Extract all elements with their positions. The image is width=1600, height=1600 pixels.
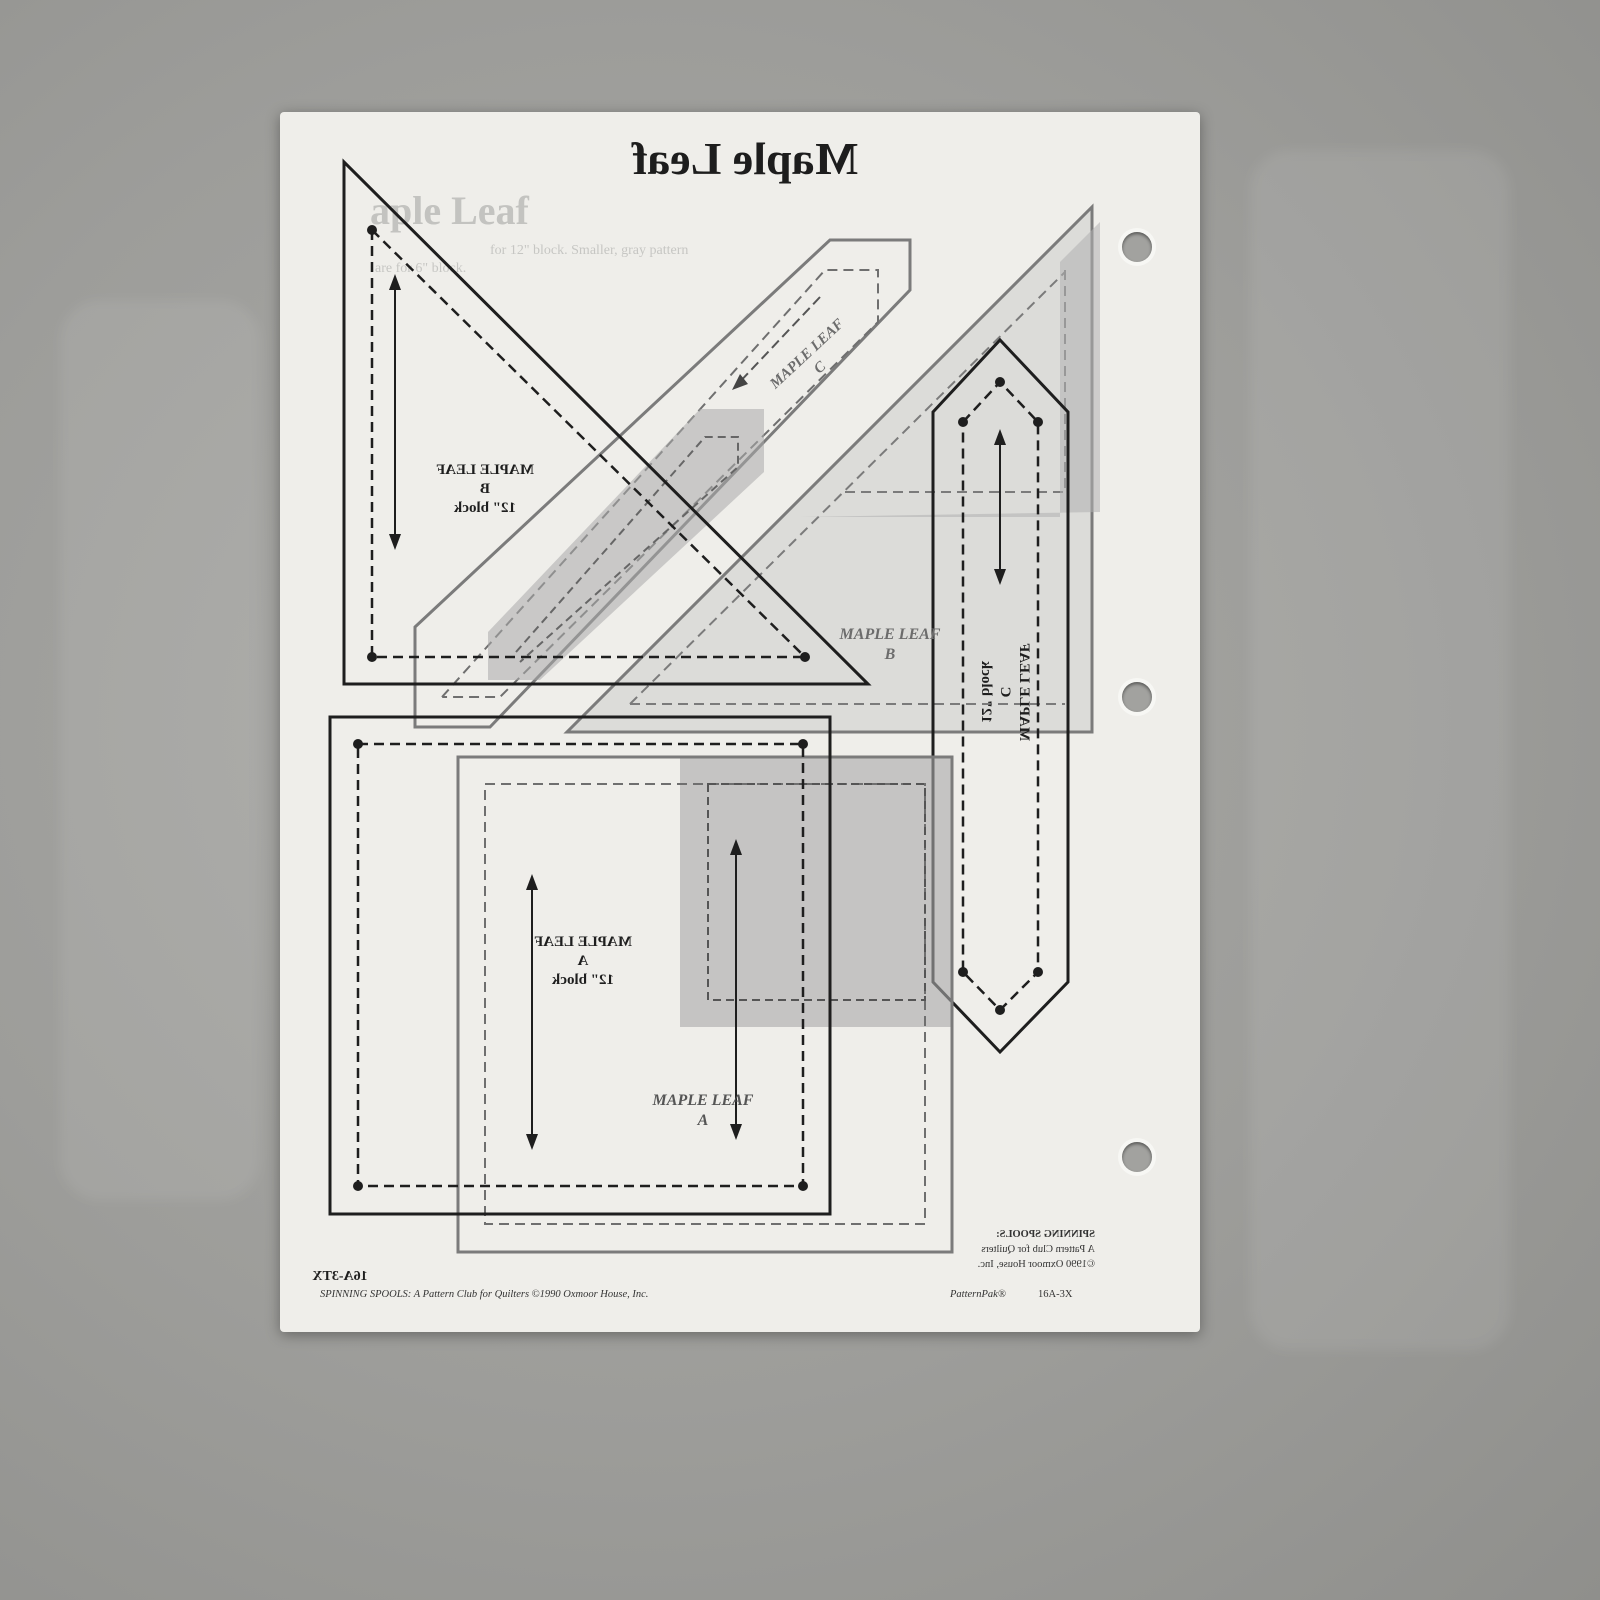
svg-text:MAPLE LEAF: MAPLE LEAF <box>1016 643 1032 741</box>
template-a-black <box>328 715 832 1216</box>
svg-text:A: A <box>697 1112 709 1129</box>
binder-hole <box>1122 232 1152 262</box>
svg-text:A: A <box>577 953 588 969</box>
label-c-black: MAPLE LEAF C 12" block <box>978 643 1032 741</box>
svg-text:©1990 Oxmoor House, Inc.: ©1990 Oxmoor House, Inc. <box>978 1259 1095 1270</box>
gray-intro-line-2: are for 6" block. <box>375 261 466 276</box>
footer-copyright: SPINNING SPOOLS: A Pattern Club for Quil… <box>320 1289 648 1300</box>
svg-text:12" block: 12" block <box>551 972 614 988</box>
binder-hole <box>1122 1142 1152 1172</box>
svg-text:MAPLE LEAF: MAPLE LEAF <box>766 316 847 393</box>
label-b-gray: MAPLE LEAF B <box>839 626 941 663</box>
label-c-gray: MAPLE LEAF C <box>766 316 847 393</box>
svg-text:MAPLE LEAF: MAPLE LEAF <box>839 626 941 643</box>
svg-text:MAPLE LEAF: MAPLE LEAF <box>436 462 534 478</box>
svg-text:MAPLE LEAF: MAPLE LEAF <box>534 934 632 950</box>
label-a-gray: MAPLE LEAF A <box>652 1092 754 1129</box>
template-b-black <box>342 158 872 686</box>
footer-mirrored-block: SPINNING SPOOLS: A Pattern Club for Quil… <box>978 1229 1095 1270</box>
footer-patternpak: PatternPak® <box>949 1289 1006 1300</box>
cloth-fold <box>1250 150 1510 1350</box>
gray-shade <box>800 222 1100 517</box>
svg-text:12" block: 12" block <box>453 500 516 516</box>
svg-text:B: B <box>884 646 896 663</box>
label-a-black: MAPLE LEAF A 12" block <box>534 934 632 988</box>
binder-hole <box>1122 682 1152 712</box>
template-a-gray <box>456 755 954 1254</box>
template-c-gray-strip <box>413 238 912 729</box>
svg-text:A Pattern Club for Quilters: A Pattern Club for Quilters <box>981 1244 1095 1255</box>
svg-text:16A-3TX: 16A-3TX <box>312 1269 367 1284</box>
cloth-fold <box>60 300 260 1200</box>
title-mirrored: Maple Leaf <box>631 133 858 184</box>
gray-intro-line-1: for 12" block. Smaller, gray pattern <box>490 243 688 258</box>
pattern-drawing: Maple Leaf aple Leaf for 12" block. Smal… <box>312 133 1100 1300</box>
title-gray: aple Leaf <box>370 188 530 233</box>
pattern-sheet: Maple Leaf aple Leaf for 12" block. Smal… <box>280 112 1200 1332</box>
label-b-black: MAPLE LEAF B 12" block <box>436 462 534 516</box>
footer-code: 16A-3X <box>1038 1289 1073 1300</box>
svg-text:MAPLE LEAF: MAPLE LEAF <box>652 1092 754 1109</box>
svg-text:C: C <box>997 687 1013 698</box>
svg-text:SPINNING SPOOLS:: SPINNING SPOOLS: <box>996 1229 1095 1240</box>
svg-text:12" block: 12" block <box>978 660 994 723</box>
svg-text:B: B <box>480 481 490 497</box>
footer-code-mirrored: 16A-3TX <box>312 1269 367 1284</box>
